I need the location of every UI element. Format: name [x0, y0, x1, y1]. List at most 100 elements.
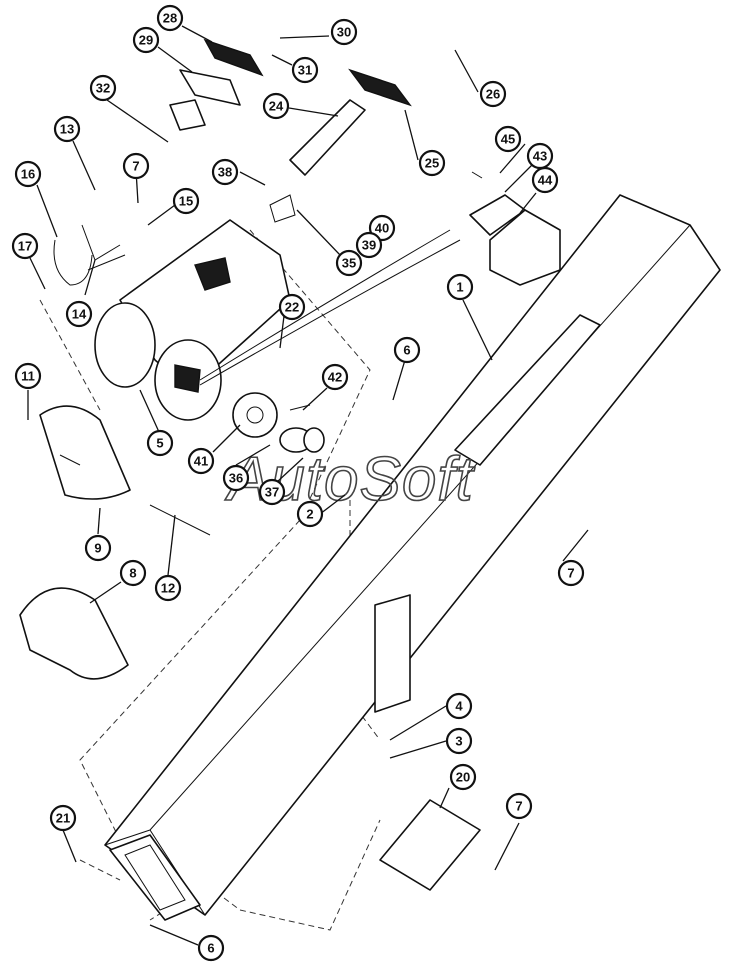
svg-text:43: 43	[533, 149, 547, 164]
callout-16: 16	[14, 160, 42, 188]
callout-7-upper: 7	[122, 152, 150, 180]
callout-15: 15	[172, 187, 200, 215]
callout-32: 32	[89, 74, 117, 102]
svg-text:24: 24	[269, 99, 284, 114]
callout-45: 45	[494, 125, 522, 153]
callout-13: 13	[53, 115, 81, 143]
head-housing	[94, 219, 291, 421]
callout-36: 38	[211, 158, 239, 186]
svg-text:39: 39	[362, 238, 376, 253]
conveyor-tube	[104, 194, 721, 921]
svg-text:7: 7	[515, 799, 522, 814]
callout-40: 36	[222, 464, 250, 492]
callout-25: 25	[418, 149, 446, 177]
svg-text:12: 12	[161, 581, 175, 596]
cover-44	[489, 209, 561, 286]
svg-text:5: 5	[156, 436, 163, 451]
svg-text:22: 22	[285, 300, 299, 315]
bracket-29	[179, 69, 241, 106]
svg-text:13: 13	[60, 122, 74, 137]
svg-text:16: 16	[21, 167, 35, 182]
svg-text:7: 7	[132, 159, 139, 174]
shield-9	[39, 405, 131, 500]
callout-43: 43	[526, 142, 554, 170]
svg-text:17: 17	[18, 239, 32, 254]
bracket-32-part	[169, 99, 206, 131]
svg-text:28: 28	[163, 11, 177, 26]
svg-text:8: 8	[129, 566, 136, 581]
callout-37: 39	[355, 231, 383, 259]
callout-5: 5	[146, 429, 174, 457]
svg-text:6: 6	[207, 941, 214, 956]
svg-text:11: 11	[21, 369, 35, 384]
callout-12: 12	[154, 574, 182, 602]
callout-2: 2	[296, 500, 324, 528]
hardware	[53, 171, 483, 536]
callout-3: 3	[445, 727, 473, 755]
callout-42: 42	[321, 363, 349, 391]
svg-text:35: 35	[342, 256, 356, 271]
callout-9: 9	[84, 534, 112, 562]
drive-chain	[289, 99, 366, 176]
svg-text:38: 38	[218, 165, 232, 180]
callout-7-lower: 7	[505, 792, 533, 820]
callout-35: 35	[335, 249, 363, 277]
callout-7-right: 7	[557, 559, 585, 587]
callout-14: 14	[65, 300, 93, 328]
callout-4: 4	[445, 692, 473, 720]
svg-text:45: 45	[501, 132, 515, 147]
svg-text:14: 14	[72, 307, 87, 322]
bottom-cover-20	[379, 799, 481, 891]
svg-text:7: 7	[567, 566, 574, 581]
svg-text:4: 4	[455, 699, 463, 714]
svg-text:9: 9	[94, 541, 101, 556]
svg-text:30: 30	[337, 25, 351, 40]
svg-text:44: 44	[538, 173, 553, 188]
callout-28: 28	[156, 4, 184, 32]
svg-text:15: 15	[179, 194, 193, 209]
callout-8: 8	[119, 559, 147, 587]
svg-text:21: 21	[56, 811, 70, 826]
pad-25	[348, 68, 412, 107]
svg-text:29: 29	[139, 33, 153, 48]
svg-text:40: 40	[375, 221, 389, 236]
sprocket	[232, 392, 278, 438]
callout-31: 31	[291, 56, 319, 84]
svg-text:26: 26	[486, 87, 500, 102]
callout-11: 11	[14, 362, 42, 390]
callouts: 28 30 29 31 26 32 24 13 25 7 16 38 45 43…	[11, 4, 585, 962]
svg-text:6: 6	[403, 343, 410, 358]
bushing	[279, 427, 325, 453]
callout-30: 30	[330, 18, 358, 46]
svg-text:41: 41	[194, 454, 208, 469]
svg-text:2: 2	[306, 507, 313, 522]
shield-8	[19, 587, 129, 680]
svg-text:31: 31	[298, 63, 312, 78]
svg-text:1: 1	[456, 280, 463, 295]
callout-38: 40	[368, 214, 396, 242]
svg-text:25: 25	[425, 156, 439, 171]
callout-22: 22	[278, 293, 306, 321]
callout-24: 24	[262, 92, 290, 120]
callout-41: 37	[258, 478, 286, 506]
callout-6-middle: 6	[393, 336, 421, 364]
watermark-text: AutoSoft	[224, 445, 476, 514]
callout-6-bottom: 6	[197, 934, 225, 962]
callout-20: 20	[449, 763, 477, 791]
callout-26: 26	[479, 80, 507, 108]
svg-text:42: 42	[328, 370, 342, 385]
callout-39: 41	[187, 447, 215, 475]
svg-text:36: 36	[229, 471, 243, 486]
belt-strap	[199, 229, 451, 381]
pad-28	[203, 38, 264, 77]
callout-21: 21	[49, 804, 77, 832]
callout-17: 17	[11, 232, 39, 260]
svg-text:32: 32	[96, 81, 110, 96]
callout-29: 29	[132, 26, 160, 54]
svg-text:3: 3	[455, 734, 462, 749]
svg-text:20: 20	[456, 770, 470, 785]
callout-44: 44	[531, 166, 559, 194]
svg-text:37: 37	[265, 485, 279, 500]
callout-1: 1	[446, 273, 474, 301]
